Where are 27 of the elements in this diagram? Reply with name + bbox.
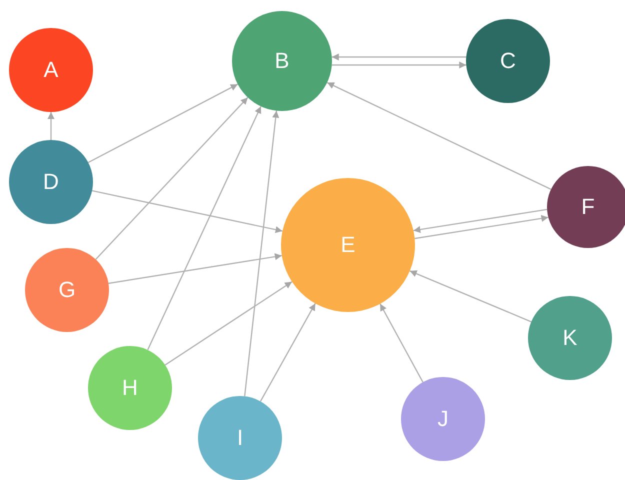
node-label: D	[43, 171, 59, 193]
arrow	[108, 253, 282, 284]
node-label: K	[562, 327, 578, 349]
arrow	[332, 62, 466, 68]
arrow	[410, 270, 532, 322]
arrow	[147, 106, 262, 350]
node-label: H	[122, 377, 138, 399]
arrow	[380, 304, 424, 382]
node-label: I	[236, 427, 244, 449]
node-label: B	[274, 50, 290, 72]
node-label: C	[500, 50, 516, 72]
arrow	[332, 54, 466, 60]
node-label: E	[340, 234, 356, 256]
node-label: G	[58, 279, 76, 301]
arrow	[88, 84, 238, 164]
arrow	[414, 214, 548, 240]
arrow	[164, 281, 292, 366]
arrow	[326, 82, 552, 190]
node-label: A	[44, 59, 58, 81]
arrow	[92, 190, 283, 234]
arrow	[48, 112, 54, 140]
arrow	[95, 97, 248, 260]
arrow	[244, 110, 280, 396]
node-label: F	[581, 196, 595, 218]
node-label: J	[438, 408, 448, 430]
arrow	[260, 303, 316, 402]
arrow	[413, 208, 548, 233]
